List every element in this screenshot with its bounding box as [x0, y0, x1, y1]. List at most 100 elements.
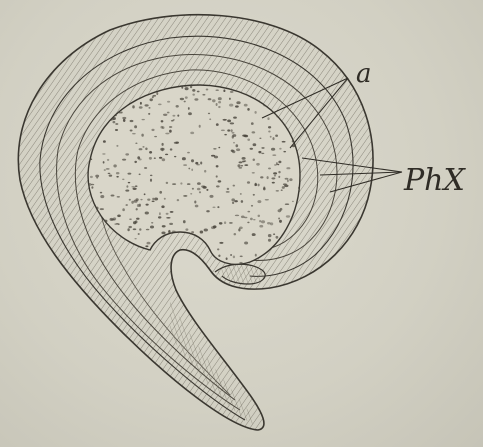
stipple-dot: [218, 147, 220, 149]
stipple-dot: [180, 98, 184, 100]
stipple-dot: [250, 148, 253, 150]
stipple-dot: [204, 170, 206, 173]
stipple-dot: [135, 143, 137, 145]
stipple-dot: [172, 115, 175, 117]
stipple-dot: [237, 164, 240, 167]
stipple-dot: [272, 182, 275, 184]
stipple-dot: [108, 173, 111, 174]
stipple-dot: [149, 151, 152, 154]
stipple-dot: [255, 254, 257, 257]
stipple-dot: [283, 183, 287, 185]
stipple-dot: [181, 87, 183, 89]
stipple-dot: [232, 202, 234, 204]
stipple-dot: [258, 215, 261, 217]
stipple-dot: [256, 163, 260, 166]
stipple-dot: [233, 116, 237, 118]
stipple-dot: [259, 220, 261, 223]
stipple-dot: [217, 248, 219, 250]
stipple-dot: [158, 104, 162, 106]
stipple-dot: [173, 119, 175, 120]
stipple-dot: [90, 176, 93, 178]
stipple-dot: [247, 108, 250, 111]
stipple-dot: [149, 98, 152, 101]
stipple-dot: [139, 228, 141, 231]
stipple-dot: [278, 161, 281, 164]
stipple-dot: [131, 201, 134, 204]
stipple-dot: [206, 210, 209, 212]
stipple-dot: [285, 178, 289, 180]
stipple-dot: [196, 267, 198, 269]
stipple-dot: [161, 205, 164, 208]
stipple-dot: [134, 125, 137, 128]
stipple-dot: [275, 135, 278, 137]
stipple-dot: [267, 222, 271, 224]
stipple-dot: [140, 199, 142, 200]
stipple-dot: [292, 201, 294, 202]
stipple-dot: [287, 179, 289, 182]
stipple-dot: [286, 167, 290, 169]
stipple-dot: [213, 148, 216, 150]
stipple-dot: [161, 120, 164, 122]
stipple-dot: [200, 161, 202, 164]
stipple-dot: [122, 117, 126, 119]
stipple-dot: [261, 147, 264, 148]
stipple-dot: [144, 167, 147, 169]
stipple-dot: [133, 221, 136, 224]
stipple-dot: [125, 190, 129, 192]
stipple-dot: [265, 199, 269, 200]
stipple-dot: [91, 184, 94, 186]
stipple-dot: [116, 145, 118, 147]
stipple-dot: [122, 179, 124, 180]
stipple-dot: [139, 148, 143, 150]
stipple-dot: [169, 126, 172, 128]
stipple-dot: [219, 222, 223, 224]
stipple-dot: [164, 198, 166, 200]
stipple-dot: [137, 204, 140, 207]
stipple-dot: [139, 106, 143, 108]
stipple-dot: [103, 161, 105, 163]
stipple-dot: [162, 158, 166, 161]
stipple-dot: [199, 125, 201, 128]
stipple-dot: [145, 147, 147, 150]
stipple-dot: [282, 186, 285, 189]
stipple-dot: [172, 230, 176, 232]
stipple-dot: [117, 215, 121, 218]
stipple-dot: [154, 136, 157, 137]
stipple-dot: [130, 130, 133, 132]
stipple-dot: [218, 97, 222, 100]
stipple-dot: [176, 105, 179, 108]
stipple-dot: [283, 151, 286, 153]
stipple-dot: [236, 148, 240, 151]
stipple-dot: [147, 198, 150, 200]
stipple-dot: [268, 126, 271, 128]
stipple-dot: [261, 220, 265, 223]
stipple-dot: [185, 96, 188, 98]
stipple-dot: [251, 205, 253, 207]
stipple-dot: [219, 242, 223, 244]
stipple-dot: [132, 133, 136, 135]
stipple-dot: [154, 198, 158, 201]
stipple-dot: [100, 192, 103, 194]
stipple-dot: [116, 176, 119, 178]
stipple-dot: [139, 173, 141, 175]
stipple-dot: [233, 185, 235, 187]
stipple-dot: [254, 184, 257, 186]
stipple-dot: [167, 101, 170, 103]
stipple-dot: [150, 179, 152, 182]
stipple-dot: [179, 265, 183, 266]
stipple-dot: [125, 153, 129, 155]
stipple-dot: [232, 132, 235, 134]
stipple-dot: [217, 206, 219, 208]
stipple-dot: [199, 264, 202, 266]
label-a: a: [356, 59, 372, 89]
stipple-dot: [218, 106, 220, 108]
stipple-dot: [183, 195, 187, 197]
stipple-dot: [104, 169, 106, 171]
stipple-dot: [127, 173, 131, 175]
stipple-dot: [107, 159, 109, 161]
stipple-dot: [240, 193, 242, 195]
stipple-dot: [271, 177, 275, 179]
stipple-dot: [159, 191, 162, 194]
stipple-dot: [242, 157, 246, 160]
